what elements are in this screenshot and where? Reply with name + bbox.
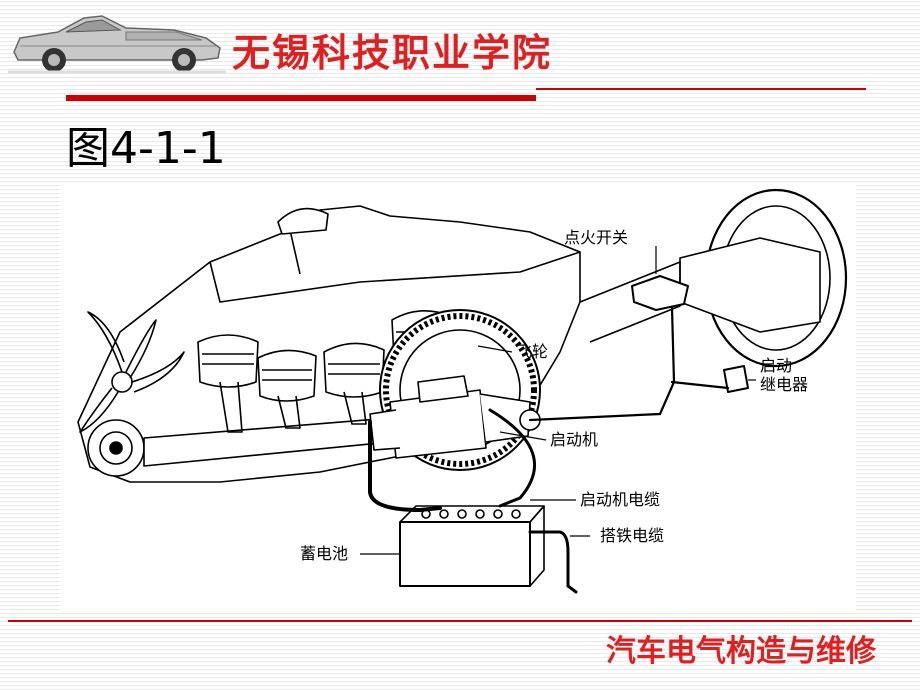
label-starter-relay-1: 启动: [760, 356, 793, 375]
crankshaft: [143, 417, 391, 467]
school-name: 无锡科技职业学院: [232, 30, 553, 75]
figure-title: 图4-1-1: [66, 123, 226, 174]
label-flywheel: 飞轮: [516, 342, 549, 361]
convertible-car-icon: [8, 15, 226, 74]
label-starter-cable: 启动机电缆: [580, 490, 661, 509]
starter-cable: [368, 420, 442, 513]
label-ground-cable: 搭铁电缆: [600, 526, 665, 545]
ground-cable: [528, 530, 578, 594]
crank-pulley: [87, 419, 145, 477]
label-starter-relay-2: 继电器: [760, 375, 809, 394]
diagram-drawing: [77, 188, 848, 594]
starter-relay: [723, 365, 749, 393]
label-battery: 蓄电池: [300, 544, 349, 563]
cooling-fan: [79, 311, 185, 433]
oil-filler-cap: [277, 207, 329, 235]
header-rule: [66, 95, 536, 101]
relay-wire: [528, 306, 730, 422]
battery: [399, 505, 545, 587]
footer-rule: [8, 620, 912, 622]
course-title: 汽车电气构造与维修: [606, 634, 876, 669]
starting-system-diagram: 点火开关 飞轮 启动 继电器 启动机 启动机电缆 搭铁电缆 蓄电池: [60, 182, 856, 612]
starter-motor: [369, 375, 541, 459]
ignition-switch: [631, 275, 689, 311]
header-rule-thin: [536, 88, 866, 90]
steering-column: [579, 188, 848, 368]
label-ignition-switch: 点火开关: [564, 228, 629, 247]
label-starter-motor: 启动机: [550, 430, 599, 449]
